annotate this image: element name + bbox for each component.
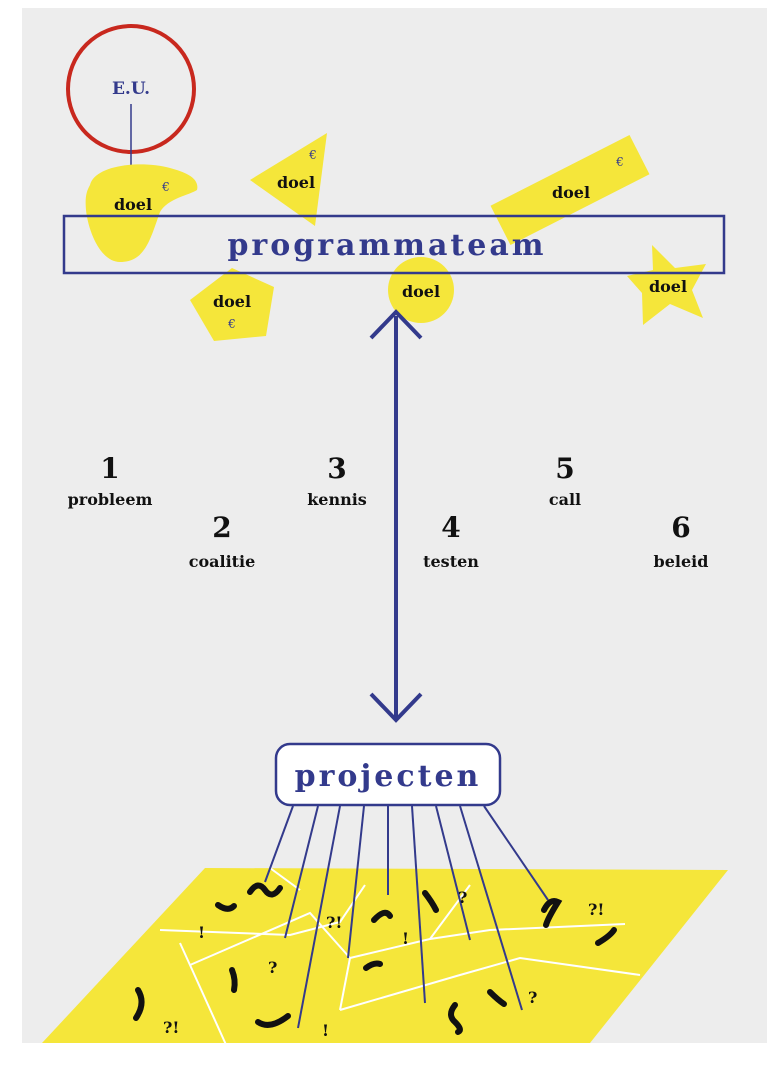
squiggle-mark [595,927,617,946]
field-mark: ? [268,958,277,977]
projecten-frame [274,742,502,807]
field-mark: ? [528,988,537,1007]
step-label: kennis [307,490,367,509]
goal-label: doel [552,183,590,202]
project-line [284,805,319,939]
field-mark: ?! [588,900,604,919]
field-squiggles [133,882,617,1035]
step-label: coalitie [189,552,256,571]
goal-rectangle [490,134,650,246]
field-divider [189,911,352,1011]
project-line [347,805,365,959]
field-divider [269,867,301,891]
step-1: 1 probleem [68,452,153,509]
field-mark: ! [322,1021,329,1040]
squiggle-mark [541,898,563,928]
field-divider [339,956,641,1011]
squiggle-mark [255,1013,291,1028]
projecten-label: projecten [295,759,482,794]
step-number: 1 [100,452,119,485]
step-label: beleid [654,552,709,571]
step-number: 2 [212,511,231,544]
field-mark: ?! [326,913,342,932]
field-divider [159,884,366,937]
project-line [297,805,341,1029]
goal-label: doel [649,277,687,296]
field-dividers [159,867,641,1059]
field-text-marks: ! ? ?! ! ? ?! ? ?! ! [163,888,604,1040]
field-mark: ! [198,923,205,942]
goal-label: doel [213,292,251,311]
goal-blob: doel € [85,164,198,262]
squiggle-mark [247,882,283,898]
field-mark: ?! [163,1018,179,1037]
eu-node: E.U. [66,24,196,184]
step-2: 2 coalitie [189,511,256,571]
squiggle-mark [422,890,439,913]
double-arrow-head-down [369,692,423,723]
step-6: 6 beleid [654,511,709,571]
step-label: call [549,490,581,509]
step-number: 4 [441,511,460,544]
project-line [435,805,471,941]
step-label: probleem [68,490,153,509]
goal-pentagon-shape [190,268,274,341]
step-5: 5 call [549,452,581,509]
goal-label: doel [114,195,152,214]
squiggle-mark [215,902,237,912]
goal-pentagon: doel € [190,268,274,341]
goal-triangle-shape [250,133,327,226]
step-number: 5 [555,452,574,485]
programmateam-frame [62,214,726,275]
double-arrow-head-up [369,309,423,340]
project-lines [264,805,549,1029]
squiggle-mark [133,987,145,1021]
step-4: 4 testen [423,511,479,571]
goal-label: doel [402,282,440,301]
goal-label: doel [277,173,315,192]
project-line [459,805,523,1011]
field-mark: ! [402,929,409,948]
project-field-shape [42,868,728,1043]
step-number: 6 [671,511,690,544]
euro-icon: € [615,155,624,169]
euro-icon: € [308,148,317,162]
project-line [411,805,426,1004]
goal-rectangle-shape [490,134,650,246]
project-line [264,805,294,883]
double-arrow [369,309,423,723]
projecten-box: projecten [274,742,502,807]
squiggle-mark [229,967,238,993]
squiggle-mark [487,989,507,1007]
field-divider [429,923,626,940]
squiggle-mark [448,1002,463,1035]
euro-icon: € [161,180,170,194]
goal-triangle: doel € [250,133,327,226]
programmateam-box: programmateam [62,214,726,275]
project-line [483,805,549,901]
field-mark: ? [458,888,467,907]
squiggle-mark [371,909,393,923]
project-field [42,867,728,1059]
euro-icon: € [227,317,236,331]
eu-label: E.U. [112,79,150,99]
goal-star-shape [627,245,706,325]
goal-blob-shape [85,164,198,262]
step-3: 3 kennis [307,452,367,509]
step-number: 3 [327,452,346,485]
goal-star: doel [627,245,706,325]
programmateam-label: programmateam [227,228,546,263]
squiggle-mark [363,960,383,971]
step-label: testen [423,552,479,571]
